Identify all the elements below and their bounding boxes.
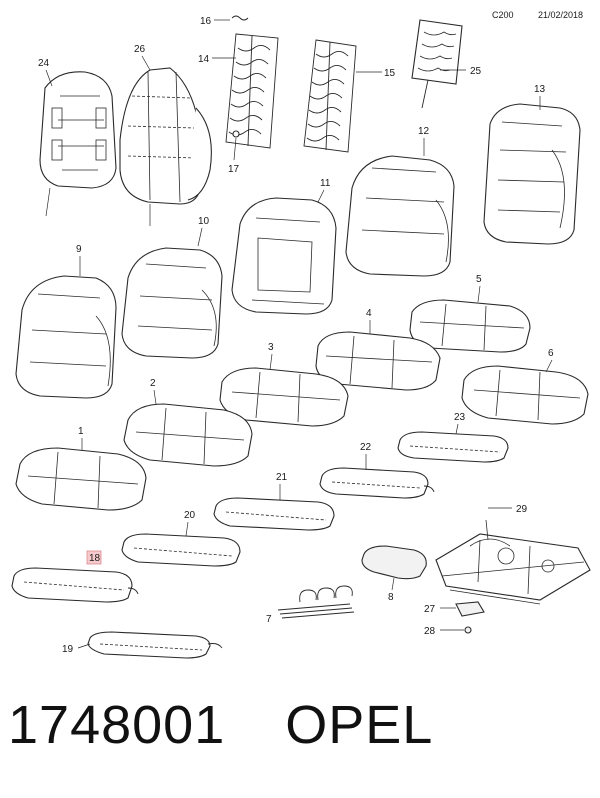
part-11-backrest-frame[interactable] bbox=[231, 197, 337, 315]
callout-23[interactable]: 23 bbox=[454, 412, 466, 423]
callout-13[interactable]: 13 bbox=[534, 84, 546, 95]
part-9-backrest-cover[interactable] bbox=[15, 275, 117, 399]
callout-11[interactable]: 11 bbox=[320, 178, 331, 189]
callout-26[interactable]: 26 bbox=[134, 44, 146, 55]
callout-6[interactable]: 6 bbox=[548, 348, 554, 359]
callout-20[interactable]: 20 bbox=[184, 510, 196, 521]
part-17-clip[interactable] bbox=[232, 130, 240, 138]
callout-8[interactable]: 8 bbox=[388, 592, 394, 603]
callout-28[interactable]: 28 bbox=[424, 626, 436, 637]
callout-24[interactable]: 24 bbox=[38, 58, 50, 69]
callout-12[interactable]: 12 bbox=[418, 126, 430, 137]
header-code: C200 bbox=[492, 10, 514, 20]
part-15-spring-mat[interactable] bbox=[303, 39, 357, 153]
callout-17[interactable]: 17 bbox=[228, 164, 240, 175]
callout-18-highlight bbox=[86, 550, 102, 565]
callout-9[interactable]: 9 bbox=[76, 244, 82, 255]
callout-10[interactable]: 10 bbox=[198, 216, 210, 227]
part-14-spring-mat[interactable] bbox=[225, 33, 279, 149]
part-4-seat-cushion[interactable] bbox=[315, 331, 441, 391]
part-7-harness[interactable] bbox=[277, 585, 355, 619]
part-8-bolster[interactable] bbox=[361, 545, 427, 580]
callout-29[interactable]: 29 bbox=[516, 504, 528, 515]
footer-part-number: 1748001 bbox=[8, 695, 226, 755]
part-18-heater-pad[interactable] bbox=[11, 567, 139, 603]
part-5-seat-cushion[interactable] bbox=[409, 299, 531, 353]
part-29-seat-track[interactable] bbox=[435, 519, 591, 605]
callout-19[interactable]: 19 bbox=[62, 644, 74, 655]
header-date: 21/02/2018 bbox=[538, 10, 583, 20]
callout-3[interactable]: 3 bbox=[268, 342, 274, 353]
callout-22[interactable]: 22 bbox=[360, 442, 372, 453]
part-19-heater-pad[interactable] bbox=[87, 631, 223, 659]
part-23-heater-pad[interactable] bbox=[397, 431, 509, 463]
callout-1[interactable]: 1 bbox=[78, 426, 84, 437]
part-25-heating-mat[interactable] bbox=[411, 19, 463, 109]
callout-21[interactable]: 21 bbox=[276, 472, 288, 483]
callout-18[interactable]: 18 bbox=[89, 553, 101, 564]
part-12-backrest-cover[interactable] bbox=[345, 155, 455, 277]
part-21-heater-pad[interactable] bbox=[213, 497, 335, 531]
callout-15[interactable]: 15 bbox=[384, 68, 396, 79]
part-13-backrest-cover[interactable] bbox=[483, 103, 581, 245]
part-6-seat-frame[interactable] bbox=[461, 365, 589, 425]
callout-27[interactable]: 27 bbox=[424, 604, 436, 615]
part-3-seat-frame[interactable] bbox=[219, 367, 349, 427]
part-16-clip[interactable] bbox=[231, 15, 249, 21]
part-20-heater-pad[interactable] bbox=[121, 533, 241, 567]
part-10-backrest-cover[interactable] bbox=[121, 247, 223, 359]
part-26-panel[interactable] bbox=[119, 67, 212, 226]
part-1-seat-cover[interactable] bbox=[15, 447, 147, 511]
callout-14[interactable]: 14 bbox=[198, 54, 210, 65]
part-27-switch[interactable] bbox=[455, 601, 485, 617]
footer: 1748001 OPEL bbox=[8, 694, 598, 774]
callout-4[interactable]: 4 bbox=[366, 308, 372, 319]
part-24-pad[interactable] bbox=[39, 71, 117, 217]
callout-7[interactable]: 7 bbox=[266, 614, 272, 625]
callout-5[interactable]: 5 bbox=[476, 274, 482, 285]
part-2-seat-cover[interactable] bbox=[123, 403, 253, 467]
footer-brand: OPEL bbox=[285, 695, 434, 755]
part-22-heater-pad[interactable] bbox=[319, 467, 435, 499]
callout-16[interactable]: 16 bbox=[200, 16, 212, 27]
callout-2[interactable]: 2 bbox=[150, 378, 156, 389]
callout-25[interactable]: 25 bbox=[470, 66, 482, 77]
part-28-screw[interactable] bbox=[464, 626, 472, 634]
